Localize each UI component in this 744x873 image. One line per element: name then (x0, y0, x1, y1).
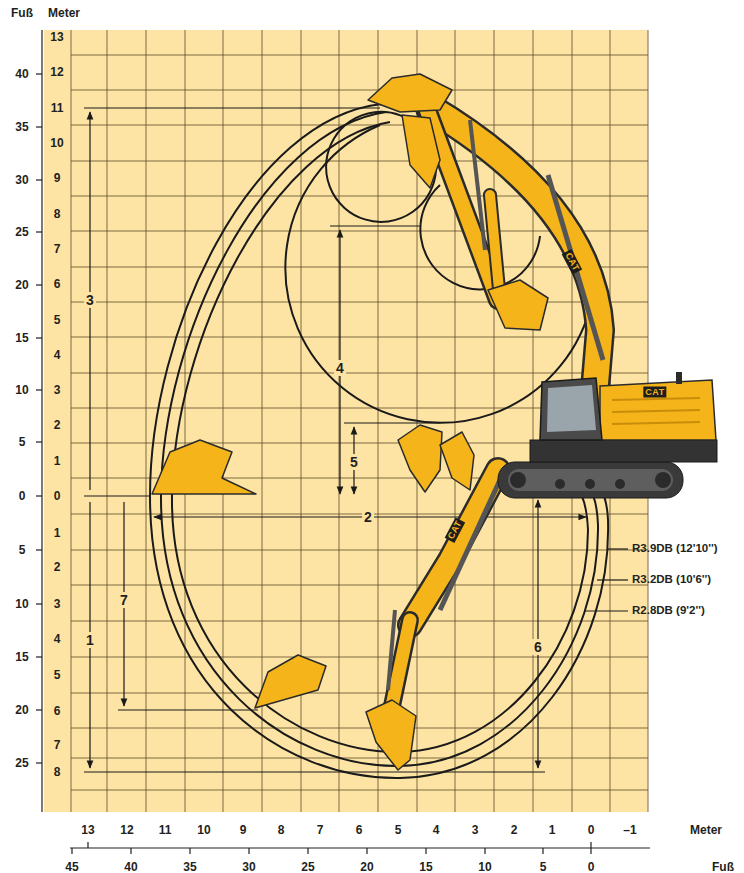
chart-ground (44, 30, 648, 812)
axis-value: 40 (124, 861, 137, 873)
axis-value: 6 (54, 705, 61, 717)
axis-value: 5 (19, 436, 26, 448)
axis-value: 15 (15, 651, 28, 663)
axis-value: 12 (120, 824, 133, 836)
leader-line (585, 549, 628, 611)
axis-value: 9 (240, 824, 247, 836)
axis-value: 20 (15, 279, 28, 291)
axis-value: 5 (19, 544, 26, 556)
axis-value: 4 (433, 824, 440, 836)
axis-value: 2 (54, 419, 61, 431)
axis-unit: Meter (690, 824, 722, 836)
dimension-line (84, 108, 586, 772)
stick-label: R3.9DB (12'10'') (632, 543, 718, 555)
callout-number: 7 (118, 592, 130, 608)
axis-value: 6 (54, 278, 61, 290)
axis-value: 2 (511, 824, 518, 836)
callout-number: 1 (84, 632, 96, 648)
axis-value: 0 (588, 824, 595, 836)
axis-value: 5 (395, 824, 402, 836)
axis-value: 10 (15, 598, 28, 610)
axis-value: 5 (54, 669, 61, 681)
callout-number: 6 (532, 639, 544, 655)
axis-value: 8 (54, 766, 61, 778)
axis-value: 2 (54, 561, 61, 573)
axis-value: 25 (301, 861, 314, 873)
axis-value: 7 (54, 739, 61, 751)
axis-unit: Fuß (11, 7, 33, 19)
axis-unit: Meter (48, 7, 80, 19)
axis-value: 5 (54, 314, 61, 326)
axis-value: 20 (15, 704, 28, 716)
axis-value: 3 (54, 384, 61, 396)
axis-value: 13 (81, 824, 94, 836)
axis-value: 0 (588, 861, 595, 873)
axis-unit: Fuß (712, 861, 734, 873)
callout-number: 5 (348, 454, 360, 470)
axis-value: 12 (50, 66, 63, 78)
axis-value: 45 (65, 861, 78, 873)
axis-value: 25 (15, 226, 28, 238)
axis-value: 11 (159, 824, 172, 836)
axis-value: 9 (54, 172, 61, 184)
axis-value: 3 (54, 598, 61, 610)
axis-value: 6 (356, 824, 363, 836)
axis-value: 11 (51, 102, 64, 114)
axis-value: 40 (15, 68, 28, 80)
axis-value: 1 (549, 824, 556, 836)
axis-value: 1 (54, 527, 61, 539)
axis-value: 35 (183, 861, 196, 873)
axis-value: 25 (15, 757, 28, 769)
axis-value: –1 (623, 824, 636, 836)
stick-label: R3.2DB (10'6'') (632, 574, 711, 586)
axis-value: 7 (54, 243, 61, 255)
grid (71, 30, 648, 812)
axis-value: 4 (54, 633, 61, 645)
brand-logo: CAT (562, 249, 583, 275)
axis-value: 0 (54, 490, 61, 502)
axis-value: 15 (419, 861, 432, 873)
stick-label: R2.8DB (9'2'') (632, 605, 705, 617)
callout-number: 4 (334, 360, 346, 376)
axis-value: 7 (317, 824, 324, 836)
callout-number: 3 (84, 292, 96, 308)
brand-logo: CAT (445, 517, 466, 543)
axis-value: 20 (360, 861, 373, 873)
axis-value: 4 (54, 349, 61, 361)
axis-value: 10 (197, 824, 210, 836)
axis-value: 35 (15, 121, 28, 133)
excavator (152, 74, 717, 770)
brand-logo: CAT (643, 387, 666, 398)
axis-value: 3 (472, 824, 479, 836)
axis-value: 30 (242, 861, 255, 873)
axis-value: 13 (50, 31, 63, 43)
axis-value: 5 (540, 861, 547, 873)
axis-value: 0 (19, 490, 26, 502)
axis-value: 30 (15, 174, 28, 186)
axis-value: 10 (15, 384, 28, 396)
axis-value: 15 (15, 332, 28, 344)
callout-number: 2 (362, 509, 374, 525)
axis-value: 1 (54, 455, 61, 467)
axis-value: 10 (50, 137, 63, 149)
axis-value: 8 (278, 824, 285, 836)
axis-value: 10 (478, 861, 491, 873)
axis-value: 8 (54, 208, 61, 220)
